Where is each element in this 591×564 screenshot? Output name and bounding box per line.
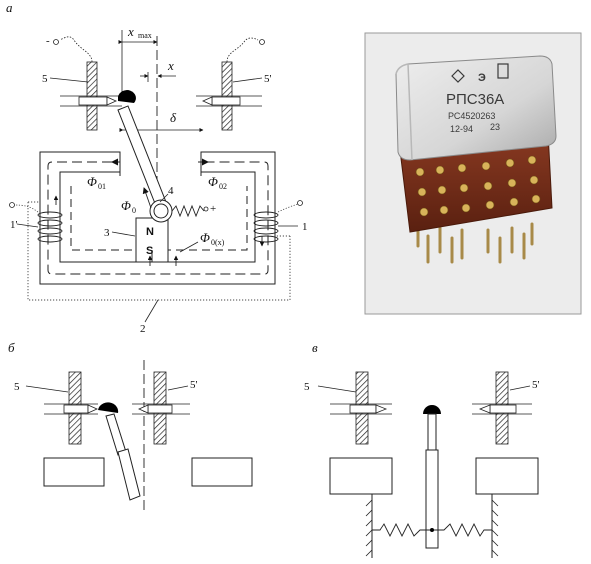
spring-left [372,522,432,538]
diagram-c: 5 5' [304,371,540,558]
svg-text:0: 0 [132,206,136,215]
photo-batch: 23 [490,122,500,132]
spring-right [432,522,492,538]
armature-contact [423,405,441,414]
panel-label-c: в [312,340,318,355]
diagram-a: x max x - 5 5' δ [9,24,308,335]
label-x: x [167,58,174,73]
photo-code: РС4520263 [448,111,495,121]
label-xmax: x [127,24,134,39]
coil-left [9,202,63,243]
armature-contact [118,90,136,103]
svg-text:S: S [146,245,153,257]
label-phi01: Φ [87,174,97,189]
label-coil-left: 1' [10,219,18,231]
svg-text:01: 01 [98,182,106,191]
label-contact-left: 5 [42,73,48,85]
label-armature: 4 [168,185,174,197]
spring [171,204,205,218]
label-phi0: Φ [121,198,131,213]
pole-right [475,457,539,495]
armature [117,90,173,223]
svg-text:0(x): 0(x) [211,238,225,247]
label-coil-right: 1 [302,221,308,233]
label-phi02: Φ [208,174,218,189]
armature-contact [98,402,119,413]
terminal-left-a: - [46,35,50,47]
pole-right [191,457,253,487]
flux-path [47,161,269,275]
label-contact-left: 5 [304,381,310,393]
coil-right [253,200,303,243]
photo-model: РПС36А [446,91,504,108]
label-core: 2 [140,323,146,335]
label-contact-right: 5' [532,379,540,391]
panel-label-a: а [6,0,13,15]
pole-left [43,457,105,487]
panel-label-b: б [8,340,15,355]
sign-plus: + [210,203,216,215]
armature [117,448,141,501]
label-phi0x: Φ [200,230,210,245]
armature [425,449,439,549]
relay-photo: Э РПС36А РС4520263 12-94 23 [364,32,582,315]
label-contact-right: 5' [264,73,272,85]
photo-mark: Э [478,72,486,84]
permanent-magnet [135,217,169,263]
photo-date: 12-94 [450,124,473,134]
pole-left [329,457,393,495]
diagram-b: 5 5' [14,360,253,512]
label-xmax-sub: max [138,31,152,40]
svg-text:02: 02 [219,182,227,191]
svg-text:N: N [146,226,154,238]
label-magnet: 3 [104,227,110,239]
label-delta: δ [170,110,177,125]
label-contact-right: 5' [190,379,198,391]
label-contact-left: 5 [14,381,20,393]
